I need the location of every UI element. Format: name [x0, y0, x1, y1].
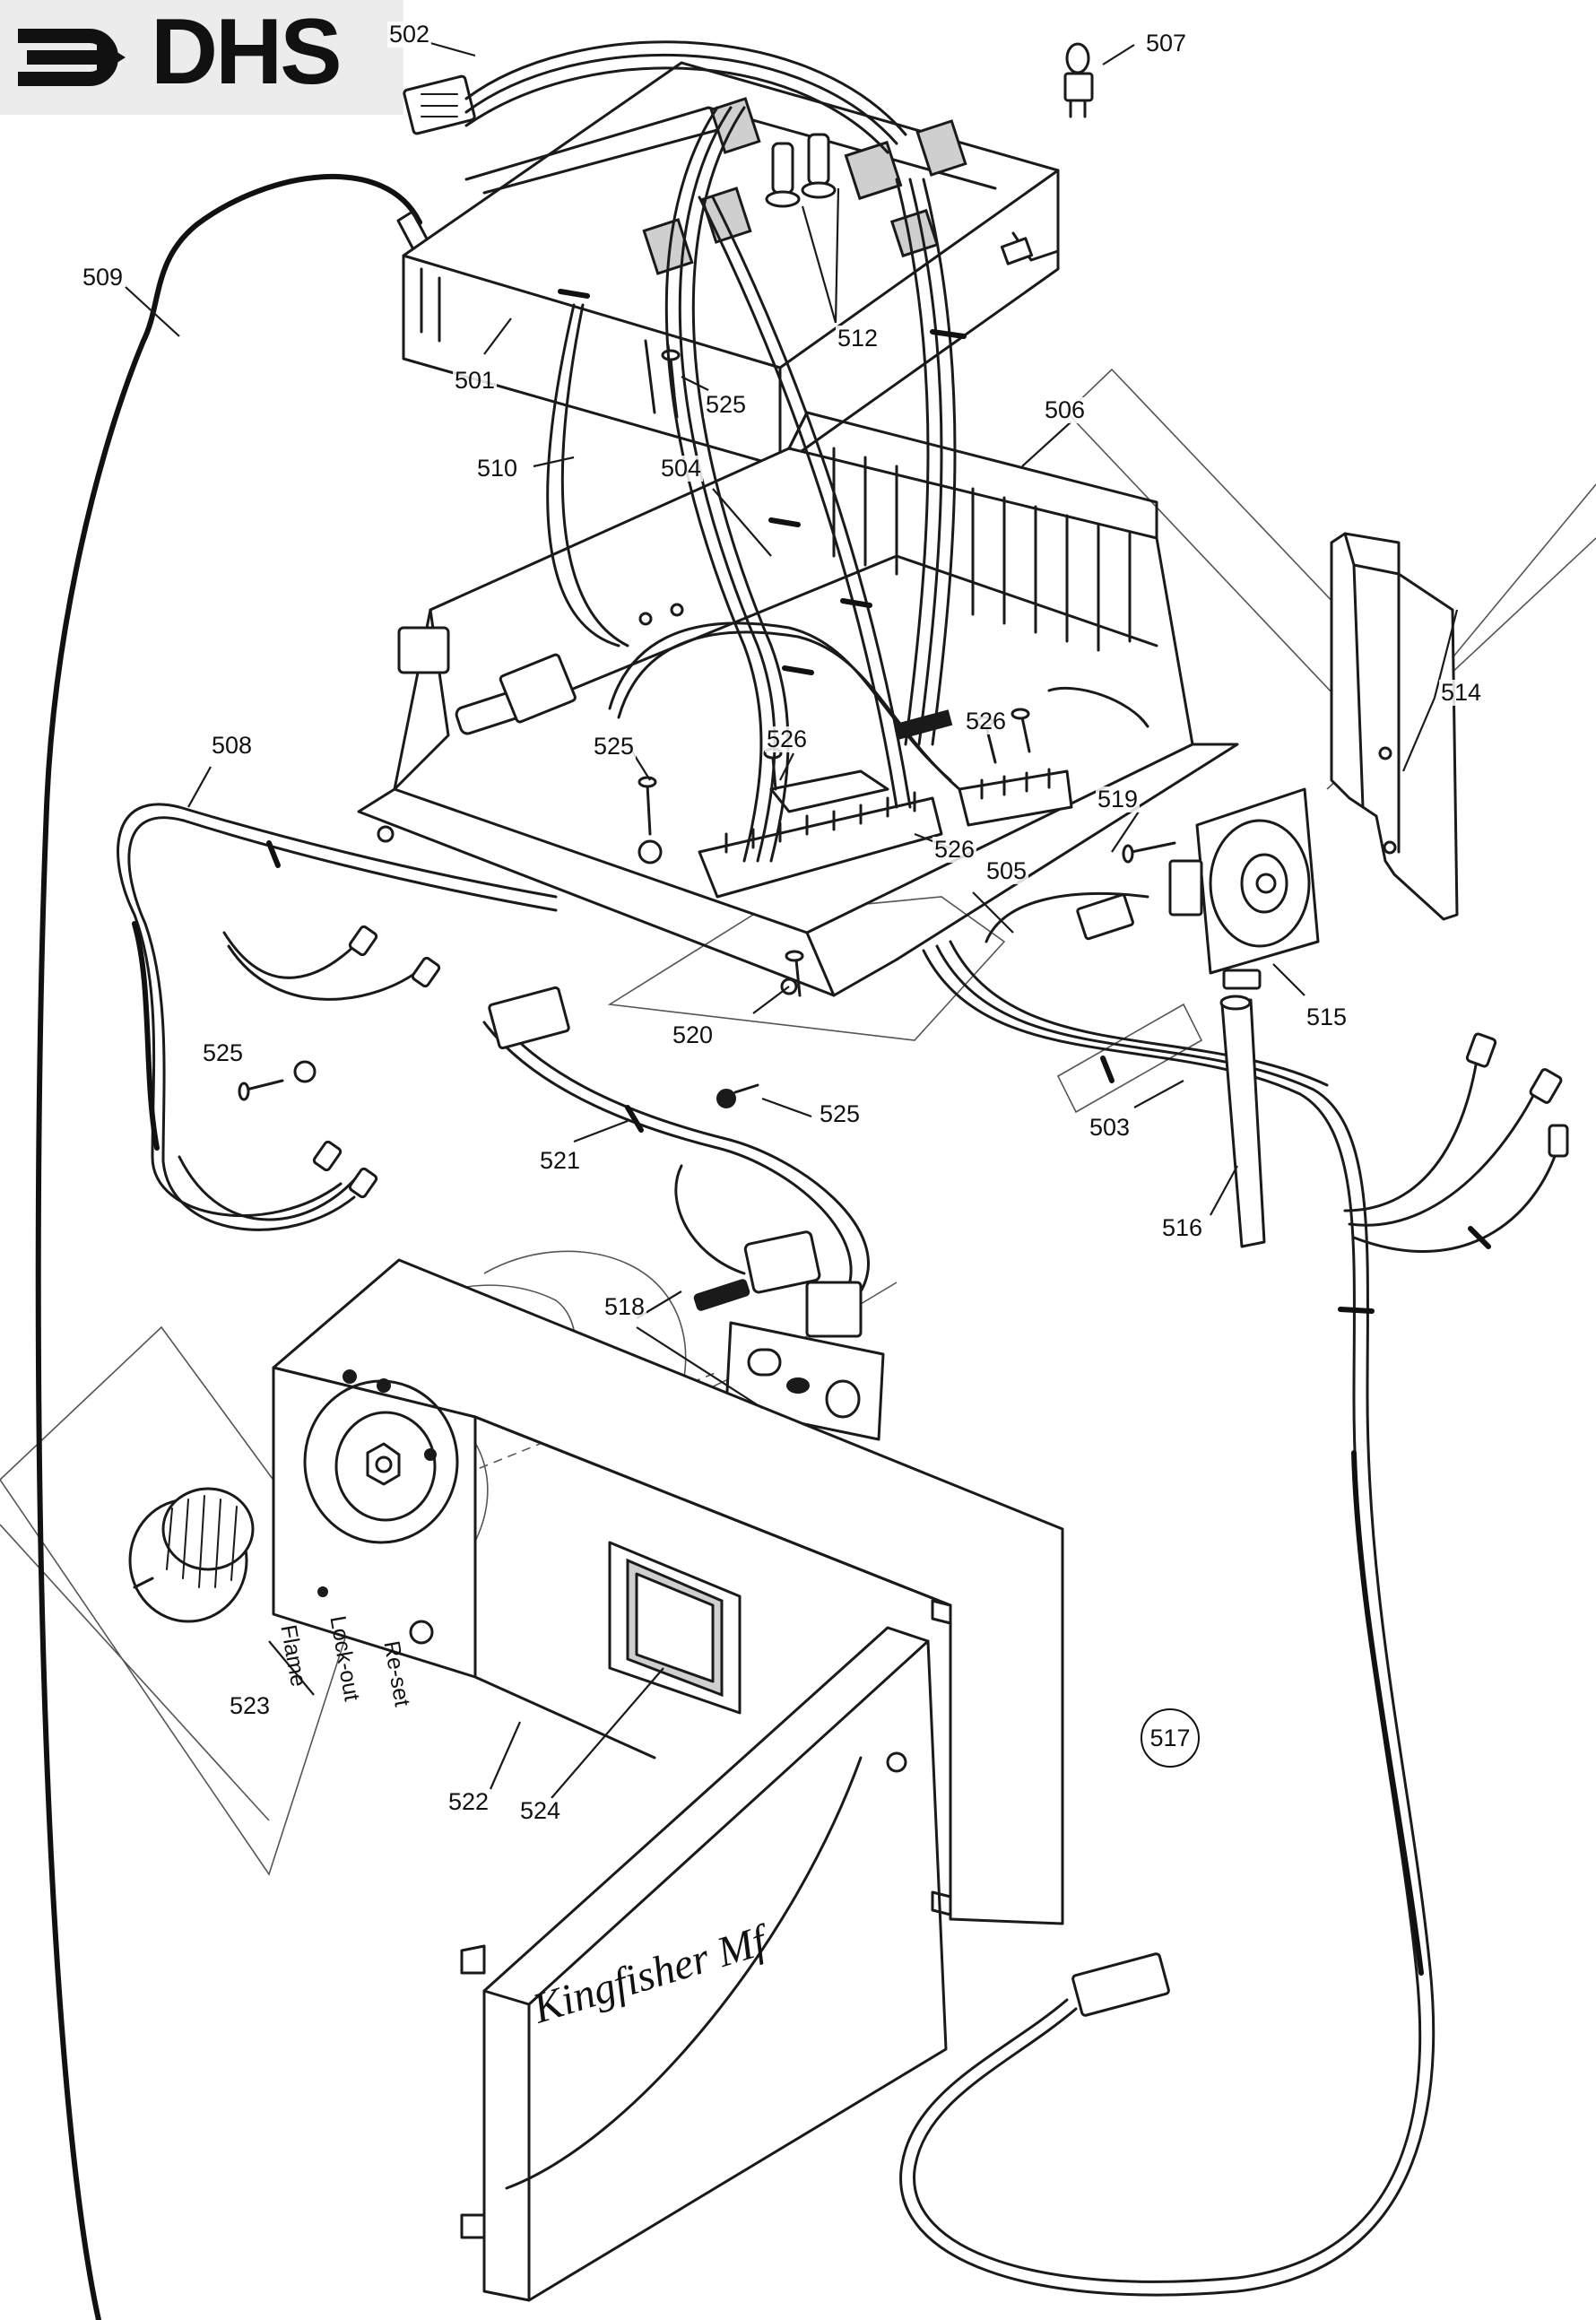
part-label-526: 526: [765, 726, 810, 752]
dhs-logo: DHS: [0, 0, 403, 115]
control-housing-522: [272, 1258, 1064, 1925]
part-label-519: 519: [1096, 786, 1141, 812]
pins-512: [765, 133, 837, 208]
plug-502: [403, 74, 476, 135]
part-label-503: 503: [1088, 1114, 1132, 1141]
bracket-514: [1330, 532, 1459, 921]
part-label-501: 501: [453, 367, 498, 394]
probe-lead-509: [35, 173, 430, 2320]
connector-507: [1063, 42, 1094, 118]
wiring-looms: [117, 40, 1562, 2297]
part-label-510: 510: [475, 455, 520, 482]
part-label-512: 512: [836, 325, 880, 352]
vent-slots: [832, 447, 1132, 652]
part-label-522: 522: [447, 1788, 491, 1815]
part-label-523: 523: [228, 1692, 273, 1719]
part-label-505: 505: [984, 857, 1029, 884]
knob-523: [128, 1487, 255, 1623]
arrow-right-icon: [18, 29, 126, 86]
part-label-521: 521: [538, 1147, 583, 1174]
cable-ties: [266, 289, 1491, 1314]
part-label-507: 507: [1144, 30, 1189, 56]
part-label-526: 526: [964, 708, 1009, 734]
front-cover-panel: [460, 1599, 952, 2302]
part-label-517-circled: 517: [1141, 1708, 1200, 1768]
part-label-509: 509: [81, 264, 126, 291]
part-label-514: 514: [1439, 679, 1484, 706]
part-label-520: 520: [671, 1021, 716, 1048]
tube-516: [1219, 995, 1266, 1248]
component-505: [984, 892, 1149, 943]
part-label-526: 526: [932, 836, 977, 863]
wire-terminals: [312, 653, 1569, 2017]
part-label-504: 504: [659, 455, 704, 482]
pressure-switch-515: [1168, 787, 1320, 990]
part-label-515: 515: [1305, 1004, 1349, 1030]
part-label-525: 525: [818, 1100, 863, 1127]
part-label-516: 516: [1160, 1214, 1205, 1241]
part-label-524: 524: [518, 1797, 563, 1824]
part-label-525: 525: [704, 391, 749, 418]
part-label-502: 502: [387, 21, 432, 48]
part-label-525: 525: [592, 733, 637, 760]
part-label-518: 518: [603, 1293, 647, 1320]
screws: [238, 349, 1176, 1108]
part-label-525: 525: [201, 1039, 246, 1066]
logo-text: DHS: [151, 0, 343, 104]
part-label-508: 508: [210, 732, 255, 759]
part-label-506: 506: [1043, 396, 1088, 423]
potentiometer: [693, 1230, 821, 1311]
terminal-blocks: [698, 709, 1073, 899]
